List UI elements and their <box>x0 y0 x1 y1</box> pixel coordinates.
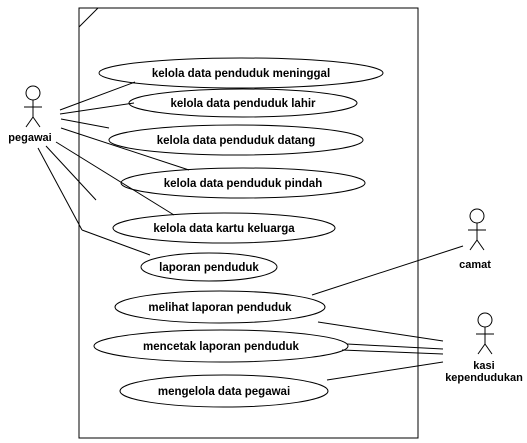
actor-label-line-1: kasi <box>473 360 494 372</box>
stick-figure-icon <box>468 208 486 251</box>
use-case-label: kelola data penduduk meninggal <box>152 68 330 80</box>
association-pegawai-uc4 <box>60 127 190 171</box>
association-kasi-uc9 <box>326 361 444 381</box>
actor-camat[interactable]: camat <box>459 208 491 271</box>
actor-pegawai[interactable]: pegawai <box>8 85 52 144</box>
use-case-label: mencetak laporan penduduk <box>143 341 300 353</box>
associations <box>37 81 464 381</box>
use-case-ellipse <box>119 374 329 408</box>
association-kasi-uc7 <box>317 321 444 342</box>
association-pegawai-uc3 <box>60 118 110 129</box>
use-case-ellipse <box>114 290 326 324</box>
use-case-kelola-data-penduduk-pindah[interactable]: kelola data penduduk pindah <box>120 167 366 199</box>
use-case-kelola-data-penduduk-datang[interactable]: kelola data penduduk datang <box>108 124 364 156</box>
association-kasi-uc8b <box>341 349 444 355</box>
actor-label: camat <box>459 259 491 271</box>
use-case-label: kelola data kartu keluarga <box>153 223 295 235</box>
association-kasi-uc8 <box>346 343 444 350</box>
use-case-label: kelola data penduduk pindah <box>164 178 322 190</box>
stick-figure-icon <box>476 312 494 355</box>
use-case-ellipse <box>98 57 384 89</box>
use-case-label: mengelola data pegawai <box>158 386 290 398</box>
use-cases: kelola data penduduk meninggal kelola da… <box>93 57 384 408</box>
system-boundary-frame <box>78 7 419 439</box>
use-case-mengelola-data-pegawai[interactable]: mengelola data pegawai <box>119 374 329 408</box>
actor-label: pegawai <box>8 132 51 144</box>
system-boundary <box>78 7 419 439</box>
actor-kasi-kependudukan[interactable]: kasi kependudukan <box>445 312 523 384</box>
actor-label-line-2: kependudukan <box>445 372 523 384</box>
use-case-ellipse <box>93 329 349 363</box>
association-pegawai-uc6c <box>81 229 151 256</box>
use-case-ellipse <box>140 252 278 282</box>
use-case-melihat-laporan-penduduk[interactable]: melihat laporan penduduk <box>114 290 326 324</box>
association-pegawai-uc1 <box>59 81 136 111</box>
use-case-kelola-data-penduduk-lahir[interactable]: kelola data penduduk lahir <box>128 88 358 118</box>
use-case-kelola-data-penduduk-meninggal[interactable]: kelola data penduduk meninggal <box>98 57 384 89</box>
association-pegawai-uc2 <box>59 102 135 115</box>
use-case-laporan-penduduk[interactable]: laporan penduduk <box>140 252 278 282</box>
use-case-ellipse <box>128 88 358 118</box>
use-case-ellipse <box>112 212 336 244</box>
association-pegawai-uc6 <box>45 145 97 201</box>
use-case-ellipse <box>108 124 364 156</box>
association-camat-uc7 <box>311 245 464 296</box>
use-case-ellipse <box>120 167 366 199</box>
use-case-label: kelola data penduduk lahir <box>170 98 316 110</box>
system-boundary-corner-tab <box>78 7 99 28</box>
use-case-mencetak-laporan-penduduk[interactable]: mencetak laporan penduduk <box>93 329 349 363</box>
use-case-kelola-data-kartu-keluarga[interactable]: kelola data kartu keluarga <box>112 212 336 244</box>
association-pegawai-uc6b <box>37 147 83 231</box>
stick-figure-icon <box>24 85 42 128</box>
use-case-label: melihat laporan penduduk <box>148 302 292 314</box>
association-pegawai-uc5 <box>55 141 175 216</box>
use-case-label: laporan penduduk <box>159 262 259 274</box>
use-case-label: kelola data penduduk datang <box>157 135 315 147</box>
